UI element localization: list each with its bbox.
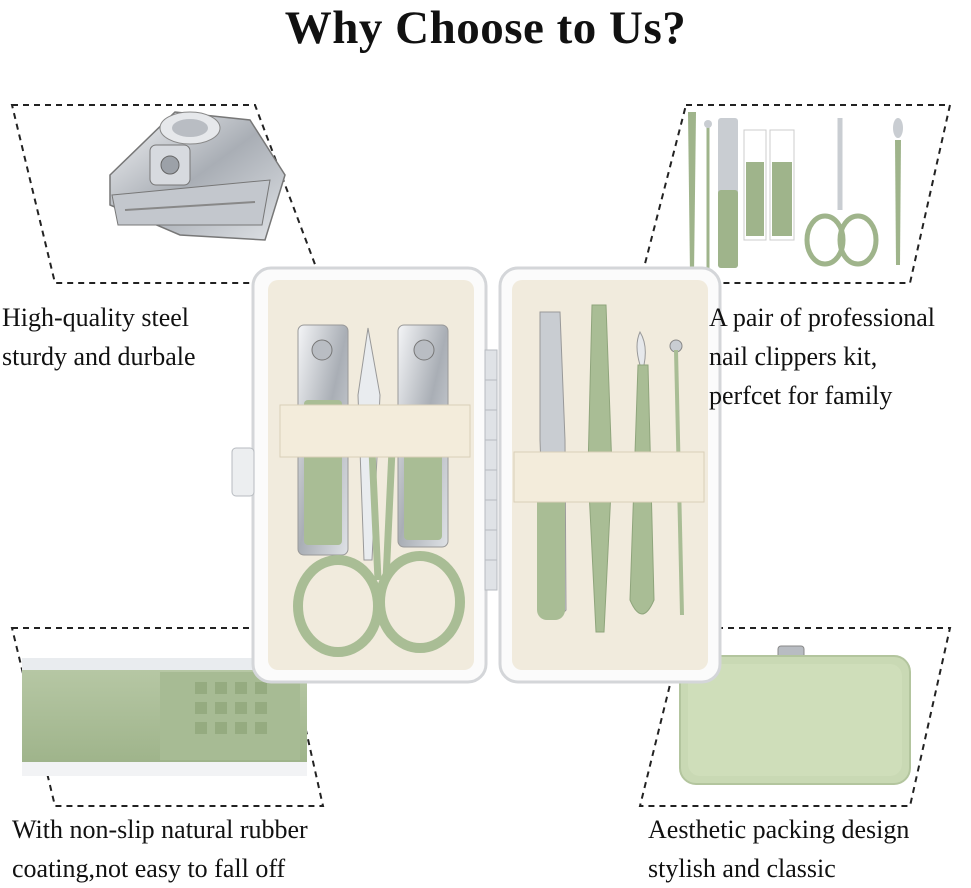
feature-rubber-line2: coating,not easy to fall off xyxy=(12,854,286,883)
feature-packing-caption: Aesthetic packing design stylish and cla… xyxy=(648,810,909,888)
kit-callout xyxy=(638,104,952,284)
feature-kit-caption: A pair of professional nail clippers kit… xyxy=(709,298,935,415)
steel-callout xyxy=(10,104,324,284)
feature-rubber-line1: With non-slip natural rubber xyxy=(12,815,308,844)
feature-steel-line2: sturdy and durbale xyxy=(2,342,196,371)
rubber-callout xyxy=(10,627,325,807)
page-title: Why Choose to Us? xyxy=(284,2,687,54)
rubber-grip-closeup-image xyxy=(22,658,307,776)
feature-steel-line1: High-quality steel xyxy=(2,303,190,332)
feature-packing-line1: Aesthetic packing design xyxy=(648,815,910,844)
open-case-image xyxy=(231,266,722,684)
feature-rubber-caption: With non-slip natural rubber coating,not… xyxy=(12,810,308,888)
packing-callout xyxy=(638,627,952,807)
nail-clipper-closeup-image xyxy=(109,111,286,241)
feature-packing-line2: stylish and classic xyxy=(648,854,836,883)
tool-set-image xyxy=(688,112,903,275)
feature-kit-line2: nail clippers kit, xyxy=(709,342,878,371)
feature-steel-caption: High-quality steel sturdy and durbale xyxy=(2,298,196,376)
feature-kit-line3: perfcet for family xyxy=(709,381,893,410)
feature-kit-line1: A pair of professional xyxy=(709,303,936,332)
closed-case-image xyxy=(679,645,911,785)
